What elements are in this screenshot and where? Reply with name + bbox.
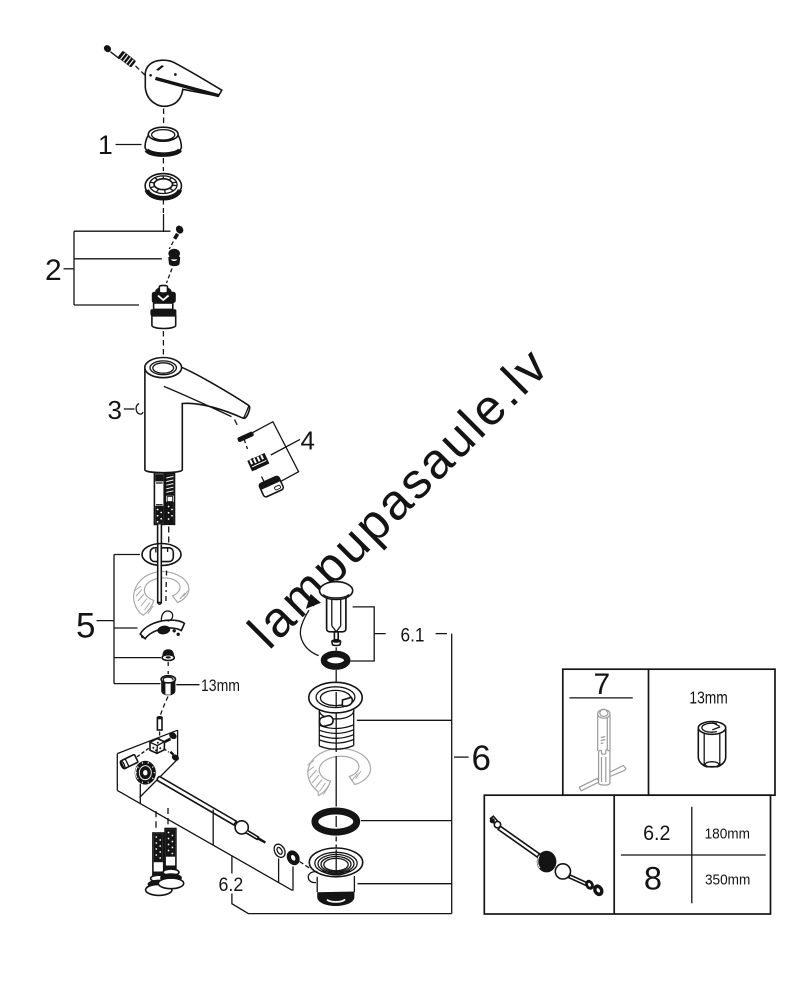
svg-text:1: 1	[98, 130, 113, 160]
svg-text:6.1: 6.1	[401, 624, 425, 646]
svg-text:2: 2	[45, 254, 62, 287]
svg-text:7: 7	[594, 668, 611, 701]
svg-text:3: 3	[108, 395, 122, 425]
svg-text:13mm: 13mm	[689, 687, 727, 707]
svg-text:4: 4	[301, 425, 315, 455]
svg-text:8: 8	[644, 861, 662, 897]
svg-text:6.2: 6.2	[219, 875, 244, 896]
svg-text:6.2: 6.2	[643, 821, 670, 845]
svg-text:13mm: 13mm	[201, 677, 240, 695]
svg-text:180mm: 180mm	[705, 827, 750, 843]
svg-text:5: 5	[76, 607, 95, 646]
svg-text:350mm: 350mm	[705, 873, 750, 889]
svg-text:6: 6	[472, 739, 491, 778]
